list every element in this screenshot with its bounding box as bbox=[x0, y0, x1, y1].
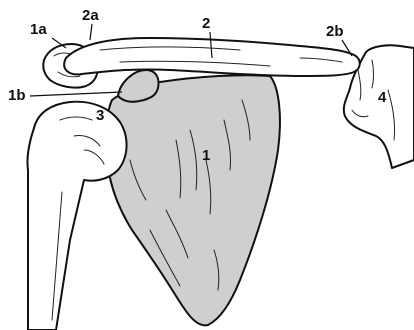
label-3: 3 bbox=[96, 107, 104, 124]
label-2a: 2a bbox=[82, 7, 99, 24]
coracoid-process bbox=[118, 70, 159, 102]
label-4: 4 bbox=[378, 89, 387, 106]
label-1a: 1a bbox=[30, 21, 47, 38]
label-2b: 2b bbox=[326, 23, 344, 40]
leader-2a bbox=[90, 24, 92, 40]
humerus bbox=[27, 102, 126, 330]
label-2: 2 bbox=[202, 15, 210, 32]
leader-1b bbox=[30, 92, 122, 96]
scapula bbox=[105, 75, 280, 325]
label-1b: 1b bbox=[8, 87, 26, 104]
label-1: 1 bbox=[202, 147, 210, 164]
